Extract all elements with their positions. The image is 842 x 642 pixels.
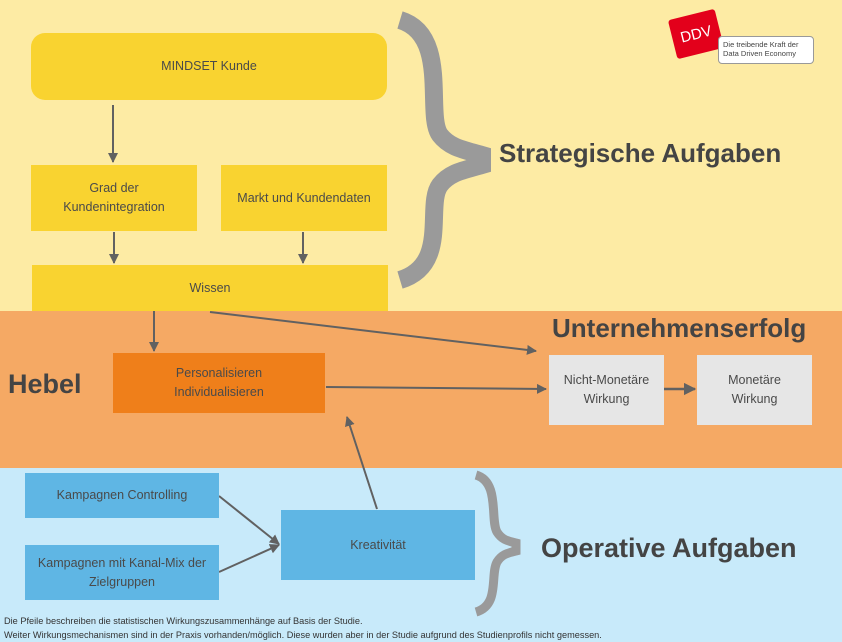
label-strategische-aufgaben: Strategische Aufgaben xyxy=(499,138,782,168)
footnote: Die Pfeile beschreiben die statistischen… xyxy=(4,614,602,642)
node-label: Monetäre Wirkung xyxy=(728,373,781,406)
label-unternehmenserfolg: Unternehmenserfolg xyxy=(552,313,807,343)
logo-tagline-2: Data Driven Economy xyxy=(723,49,796,58)
node-label: Kreativität xyxy=(350,537,406,552)
footnote-line-1: Die Pfeile beschreiben die statistischen… xyxy=(4,616,363,626)
ddv-flag-icon: DDV xyxy=(667,8,725,60)
logo-mark: DDV xyxy=(678,21,714,47)
node-personalisieren: Personalisieren Individualisieren xyxy=(113,353,325,413)
node-label: Nicht-Monetäre Wirkung xyxy=(563,373,650,406)
node-grad-kundenintegration: Grad der Kundenintegration xyxy=(31,165,197,231)
node-kreativitaet: Kreativität xyxy=(281,510,475,580)
label-operative-aufgaben: Operative Aufgaben xyxy=(541,533,797,563)
label-hebel: Hebel xyxy=(8,369,82,399)
node-label: Personalisieren Individualisieren xyxy=(174,366,264,399)
node-markt-kundendaten: Markt und Kundendaten xyxy=(221,165,387,231)
node-label: Kampagnen Controlling xyxy=(56,488,188,502)
footnote-line-2: Weiter Wirkungsmechanismen sind in der P… xyxy=(4,630,602,640)
logo-tagline-1: Die treibende Kraft der xyxy=(723,40,799,49)
node-nicht-monetaere-wirkung: Nicht-Monetäre Wirkung xyxy=(549,355,664,425)
node-mindset-kunde: MINDSET Kunde xyxy=(31,33,387,100)
node-label: MINDSET Kunde xyxy=(161,59,257,73)
node-label: Grad der Kundenintegration xyxy=(63,181,165,214)
node-label: Markt und Kundendaten xyxy=(237,190,371,205)
node-kampagnen-kanal-mix: Kampagnen mit Kanal-Mix der Zielgruppen xyxy=(25,545,219,600)
node-label: Kampagnen mit Kanal-Mix der Zielgruppen xyxy=(37,555,207,589)
ddv-logo: DDV Die treibende Kraft der Data Driven … xyxy=(667,8,818,72)
node-monetaere-wirkung: Monetäre Wirkung xyxy=(697,355,812,425)
node-wissen: Wissen xyxy=(32,265,388,311)
node-kampagnen-controlling: Kampagnen Controlling xyxy=(25,473,219,518)
node-label: Wissen xyxy=(189,280,231,295)
logo-speech-bubble: Die treibende Kraft der Data Driven Econ… xyxy=(718,36,814,64)
